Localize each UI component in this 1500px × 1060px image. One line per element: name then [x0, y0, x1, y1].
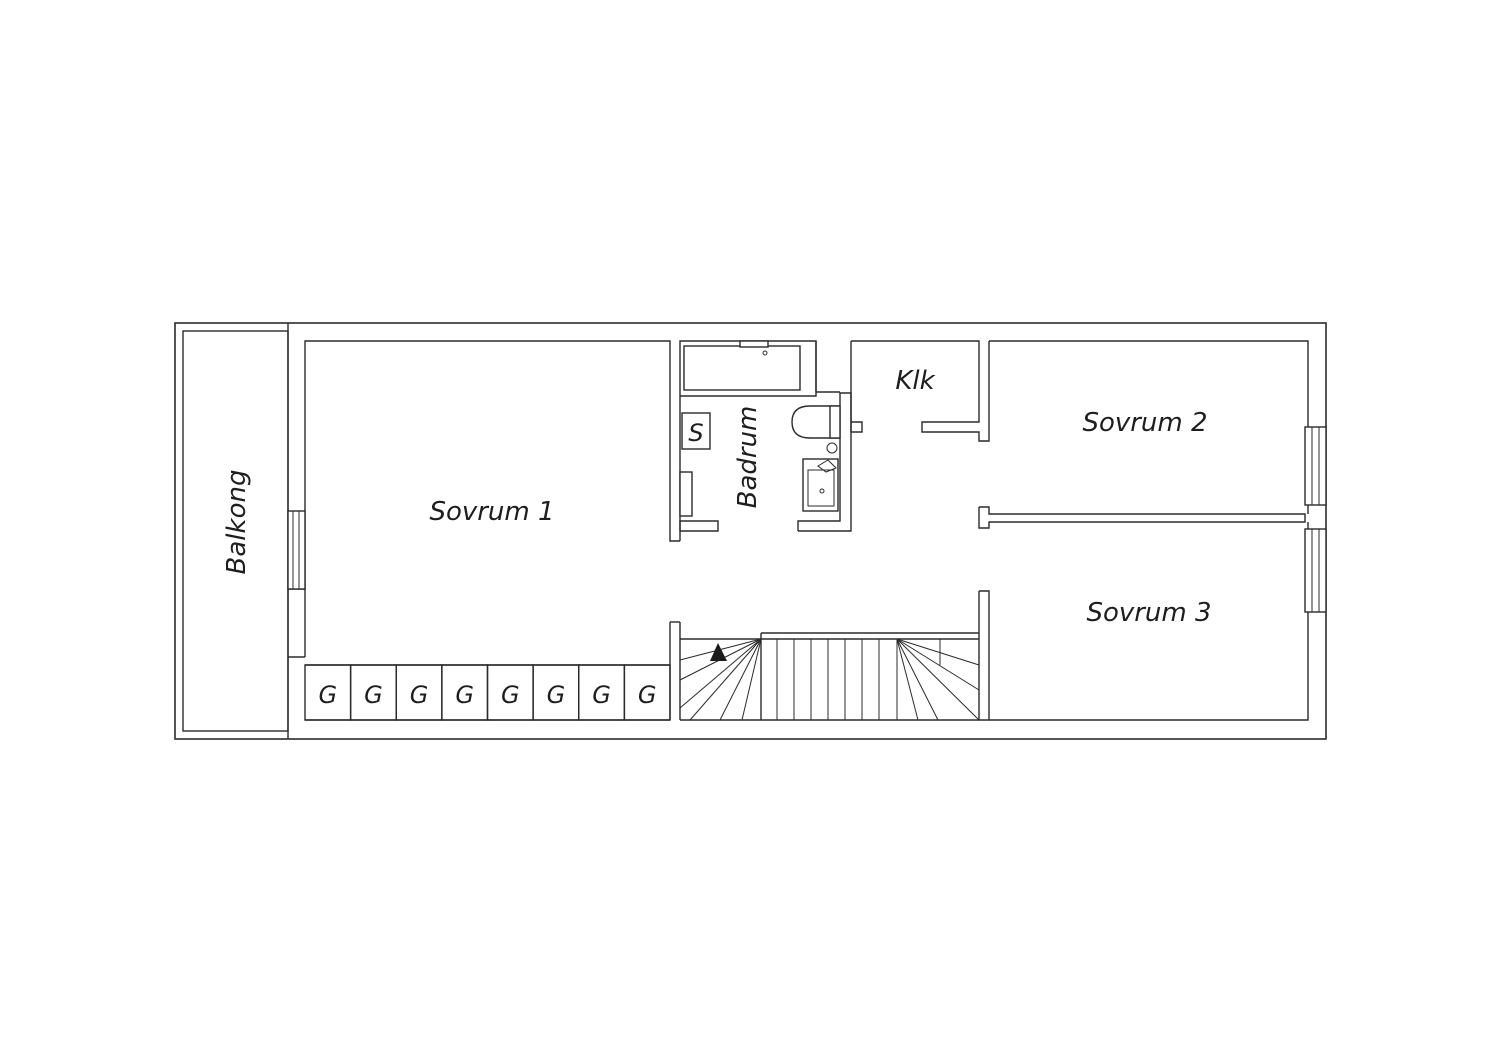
staircase [679, 632, 980, 721]
room-label-sovrum-2: Sovrum 2 [1082, 408, 1207, 438]
room-label-balkong: Balkong [222, 470, 252, 575]
wardrobe-label: G [547, 681, 566, 709]
shower [681, 412, 711, 450]
window-sovrum-2 [1304, 426, 1327, 506]
wardrobe-label: G [455, 681, 474, 709]
room-label-klk: Klk [895, 366, 935, 396]
window-sovrum-3 [1304, 528, 1327, 613]
shower-label: S [688, 419, 703, 447]
wardrobe-label: G [319, 681, 338, 709]
sink [802, 442, 839, 512]
window-balcony [287, 510, 306, 590]
toilet [791, 405, 841, 439]
wardrobe-label: G [592, 681, 611, 709]
bathtub [683, 340, 801, 391]
room-label-badrum: Badrum [733, 406, 763, 509]
wardrobe-label: G [501, 681, 520, 709]
room-label-sovrum-3: Sovrum 3 [1086, 598, 1211, 628]
bathroom-cabinet [679, 471, 693, 517]
wardrobe-label: G [410, 681, 429, 709]
room-label-sovrum-1: Sovrum 1 [429, 497, 554, 527]
wardrobe-cell: G [623, 664, 671, 721]
wardrobe-label: G [364, 681, 383, 709]
wardrobe-label: G [638, 681, 657, 709]
outer-wall [174, 322, 1327, 740]
stair-arrow-icon [710, 643, 727, 661]
